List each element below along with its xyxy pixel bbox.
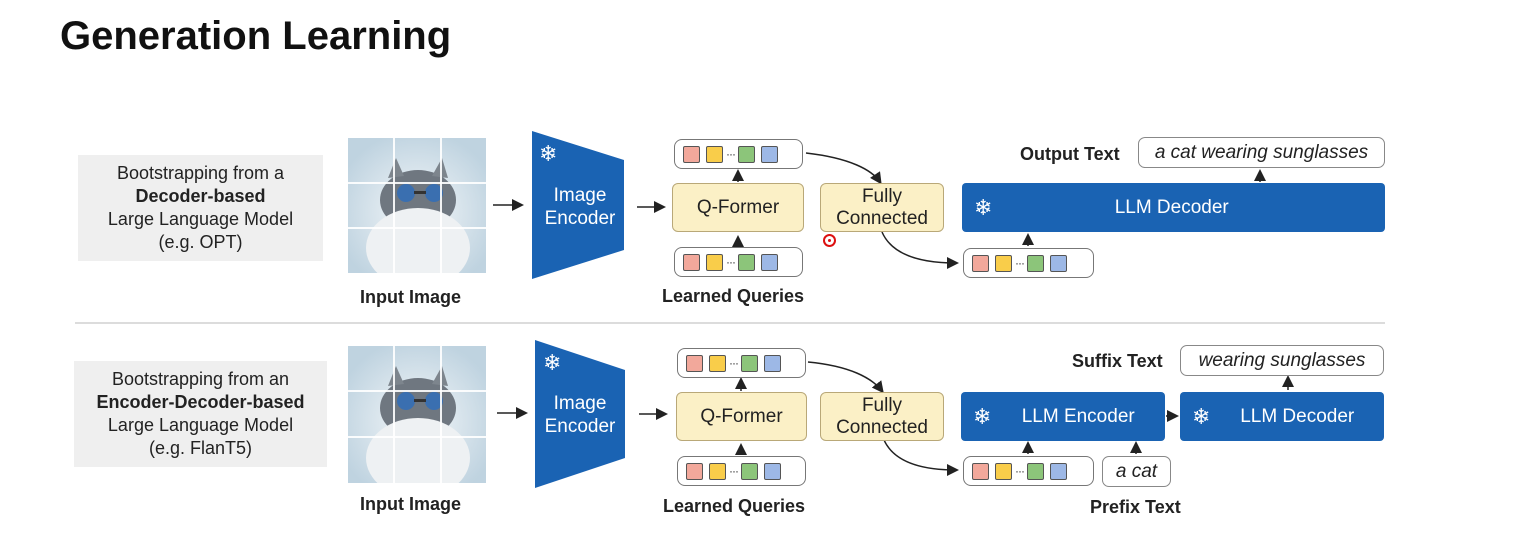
desc-line: (e.g. FlanT5)	[148, 438, 253, 458]
token	[741, 462, 758, 480]
projected-tokens: ···	[963, 456, 1094, 486]
query-tokens-output: ···	[674, 139, 803, 169]
grid-line	[348, 227, 486, 229]
grid-line	[348, 182, 486, 184]
grid-line	[393, 138, 395, 273]
prefix-text-box: a cat	[1102, 456, 1171, 487]
learned-query-tokens: ···	[674, 247, 803, 277]
token	[764, 462, 781, 480]
snowflake-icon: ❄	[539, 141, 558, 166]
prefix-text-label: Prefix Text	[1090, 497, 1181, 517]
cat-illustration	[348, 138, 486, 273]
llm-encoder-box: ❄ LLM Encoder	[961, 392, 1165, 441]
token	[706, 145, 723, 163]
token	[1027, 462, 1044, 480]
grid-line	[440, 346, 442, 483]
desc-bold: Decoder-based	[135, 186, 266, 206]
llm-decoder-box: ❄ LLM Decoder	[962, 183, 1385, 232]
token	[761, 145, 778, 163]
grid-line	[440, 138, 442, 273]
fully-connected-box: Fully Connected	[820, 392, 944, 441]
learned-query-tokens: ···	[677, 456, 806, 486]
token	[709, 354, 726, 372]
llm-encoder-label: LLM Encoder	[1021, 405, 1135, 427]
cursor-indicator	[823, 234, 836, 247]
image-encoder: Image Encoder	[544, 185, 616, 229]
ellipsis-dots: ···	[726, 147, 736, 161]
query-tokens-output: ···	[677, 348, 806, 378]
ellipsis-dots: ···	[729, 356, 739, 370]
fully-connected-box: Fully Connected	[820, 183, 944, 232]
q-former-box: Q-Former	[672, 183, 804, 232]
token	[683, 145, 700, 163]
token	[738, 145, 755, 163]
snowflake-icon: ❄	[543, 350, 562, 375]
output-text-box: a cat wearing sunglasses	[1138, 137, 1385, 168]
token	[764, 354, 781, 372]
token	[1050, 462, 1067, 480]
learned-queries-label: Learned Queries	[662, 286, 805, 306]
token	[761, 253, 778, 271]
llm-decoder-box: ❄ LLM Decoder	[1180, 392, 1384, 441]
input-image-label: Input Image	[360, 494, 462, 514]
desc-line: (e.g. OPT)	[158, 232, 243, 252]
suffix-text-box: wearing sunglasses	[1180, 345, 1384, 376]
row-divider	[75, 322, 1385, 324]
learned-queries-label: Learned Queries	[663, 496, 806, 516]
input-image-cat	[348, 138, 486, 273]
token	[683, 253, 700, 271]
token	[706, 253, 723, 271]
token	[972, 462, 989, 480]
desc-line: Large Language Model	[107, 209, 294, 229]
projected-tokens: ···	[963, 248, 1094, 278]
ellipsis-dots: ···	[729, 464, 739, 478]
desc-bold: Encoder-Decoder-based	[96, 392, 305, 412]
desc-line: Large Language Model	[107, 415, 294, 435]
token	[1027, 254, 1044, 272]
page-title: Generation Learning	[60, 14, 452, 58]
token	[972, 254, 989, 272]
desc-line: Bootstrapping from a	[116, 163, 285, 183]
llm-decoder-label: LLM Decoder	[1114, 196, 1229, 218]
ellipsis-dots: ···	[1015, 256, 1025, 270]
llm-decoder-label: LLM Decoder	[1240, 405, 1355, 427]
token	[741, 354, 758, 372]
token	[1050, 254, 1067, 272]
encoder-decoder-based-description: Bootstrapping from an Encoder-Decoder-ba…	[74, 361, 327, 467]
snowflake-icon: ❄	[973, 403, 992, 429]
input-image-cat	[348, 346, 486, 483]
token	[686, 354, 703, 372]
output-text-label: Output Text	[1020, 144, 1120, 164]
q-former-box: Q-Former	[676, 392, 807, 441]
grid-line	[348, 436, 486, 438]
ellipsis-dots: ···	[726, 255, 736, 269]
token	[995, 254, 1012, 272]
input-image-label: Input Image	[360, 287, 462, 307]
token	[995, 462, 1012, 480]
token	[686, 462, 703, 480]
decoder-based-description: Bootstrapping from a Decoder-based Large…	[78, 155, 323, 261]
grid-line	[348, 390, 486, 392]
desc-line: Bootstrapping from an	[111, 369, 290, 389]
snowflake-icon: ❄	[1192, 403, 1211, 429]
ellipsis-dots: ···	[1015, 464, 1025, 478]
suffix-text-label: Suffix Text	[1072, 351, 1163, 371]
cat-illustration	[348, 346, 486, 483]
image-encoder: Image Encoder	[544, 393, 616, 437]
grid-line	[393, 346, 395, 483]
token	[738, 253, 755, 271]
snowflake-icon: ❄	[974, 194, 993, 220]
token	[709, 462, 726, 480]
